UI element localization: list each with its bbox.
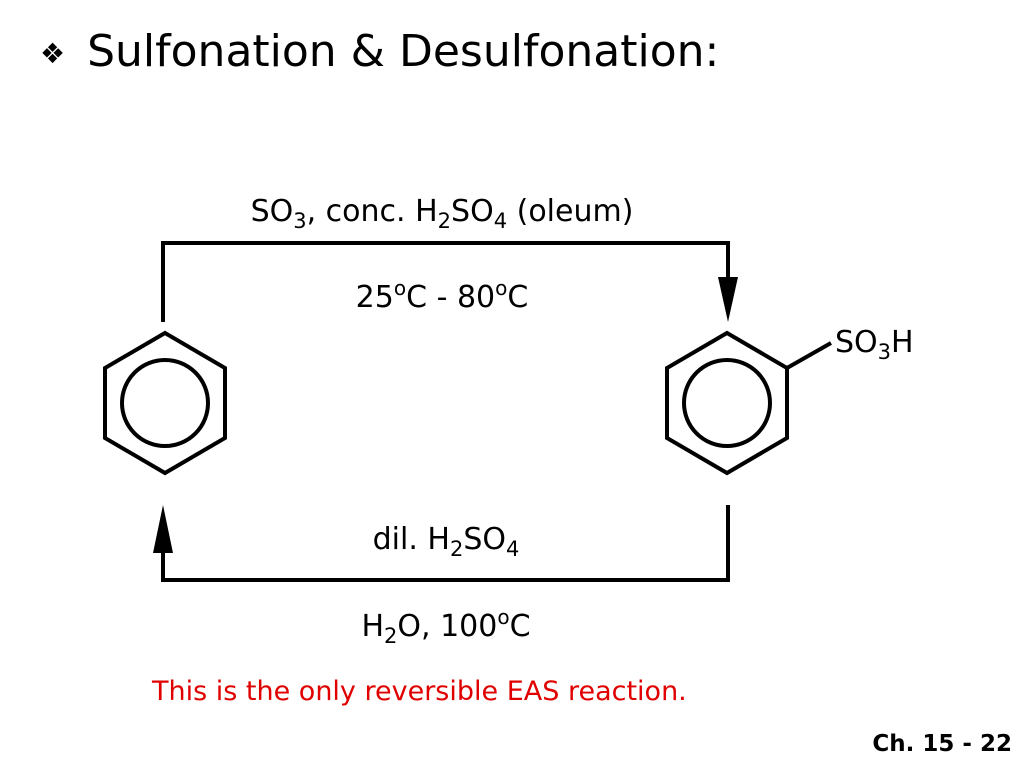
- reverse-arrow-head: [153, 505, 173, 553]
- benzene-ring-product: [665, 330, 832, 476]
- forward-reagents-label: SO3, conc. H2SO4 (oleum): [251, 194, 634, 233]
- slide-title: Sulfonation & Desulfonation:: [87, 26, 720, 77]
- diamond-bullet-icon: ❖: [40, 37, 66, 70]
- reversibility-note: This is the only reversible EAS reaction…: [152, 676, 687, 707]
- slide-title-row: ❖ Sulfonation & Desulfonation:: [40, 30, 719, 74]
- forward-conditions-label: 25oC - 80oC: [356, 276, 529, 315]
- benzene-ring-reactant: [103, 330, 227, 476]
- product-substituent-label: SO3H: [835, 325, 914, 364]
- forward-arrow-head: [718, 277, 738, 322]
- reverse-arrow: [161, 505, 730, 582]
- reverse-reagents-label: dil. H2SO4: [373, 522, 520, 561]
- page-number: Ch. 15 - 22: [872, 731, 1012, 757]
- reverse-conditions-label: H2O, 100oC: [361, 605, 530, 648]
- forward-arrow: [161, 241, 730, 322]
